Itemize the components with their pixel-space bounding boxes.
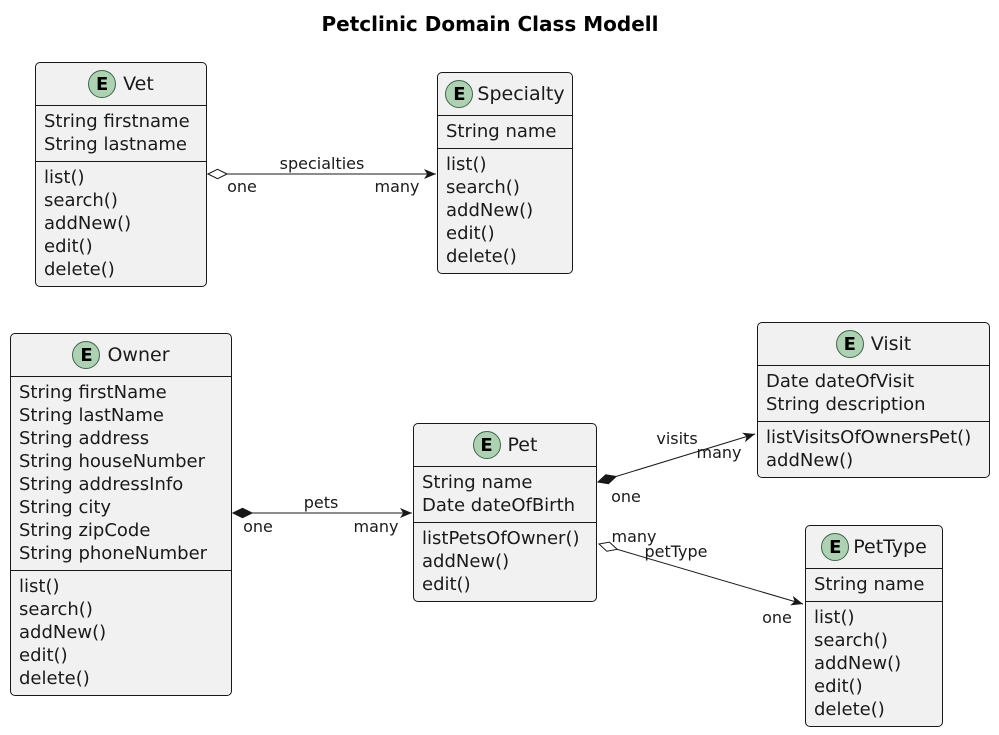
attributes-section: String firstName String lastName String …	[11, 377, 231, 570]
edge-label-pets: pets	[303, 493, 339, 512]
cardinality-pet-one: one	[611, 487, 641, 506]
class-name: Pet	[507, 434, 538, 456]
class-header: E Pet	[414, 424, 596, 467]
class-header: E Specialty	[438, 73, 572, 116]
class-header: E Owner	[11, 334, 231, 377]
method-row: list()	[446, 154, 487, 175]
entity-spot-icon: E	[72, 341, 101, 369]
diagram-title: Petclinic Domain Class Modell	[321, 12, 659, 36]
method-row: addNew()	[766, 450, 854, 471]
edge-label-visits: visits	[656, 429, 698, 448]
method-row: search()	[446, 177, 520, 198]
entity-spot-icon: E	[835, 330, 864, 358]
cardinality-visit-many: many	[696, 443, 742, 462]
cardinality-pettype-one: one	[762, 608, 792, 627]
method-row: addNew()	[44, 213, 132, 234]
class-name: Visit	[870, 333, 912, 355]
attributes-section: String firstname String lastname	[36, 106, 206, 161]
class-name: PetType	[853, 536, 927, 558]
class-name: Specialty	[477, 83, 565, 105]
entity-spot-icon: E	[821, 533, 850, 561]
class-vet: E Vet String firstname String lastname l…	[35, 62, 207, 287]
attribute-row: String houseNumber	[19, 451, 206, 472]
entity-spot-icon: E	[445, 80, 474, 108]
attribute-row: String description	[766, 394, 926, 415]
class-visit: E Visit Date dateOfVisit String descript…	[757, 322, 990, 478]
class-header: E Visit	[758, 323, 989, 366]
class-name: Vet	[123, 73, 154, 95]
method-row: list()	[19, 576, 60, 597]
method-row: addNew()	[422, 551, 510, 572]
method-row: delete()	[19, 668, 90, 689]
attribute-row: String lastname	[44, 134, 187, 155]
cardinality-pet-many: many	[353, 517, 399, 536]
class-pet: E Pet String name Date dateOfBirth listP…	[413, 423, 597, 602]
entity-spot-icon: E	[472, 431, 501, 459]
attribute-row: String name	[422, 472, 533, 493]
attribute-row: String name	[446, 121, 557, 142]
attribute-row: String firstname	[44, 111, 190, 132]
method-row: edit()	[446, 223, 495, 244]
methods-section: list() search() addNew() edit() delete()	[806, 601, 942, 726]
methods-section: list() search() addNew() edit() delete()	[36, 161, 206, 286]
method-row: search()	[44, 190, 118, 211]
cardinality-owner-one: one	[243, 517, 273, 536]
attribute-row: String address	[19, 428, 150, 449]
method-row: delete()	[446, 246, 517, 267]
class-header: E Vet	[36, 63, 206, 106]
method-row: delete()	[44, 259, 115, 280]
method-row: listVisitsOfOwnersPet()	[766, 427, 972, 448]
method-row: addNew()	[19, 622, 107, 643]
method-row: addNew()	[814, 653, 902, 674]
method-row: search()	[19, 599, 93, 620]
method-row: search()	[814, 630, 888, 651]
entity-spot-icon: E	[88, 70, 117, 98]
methods-section: list() search() addNew() edit() delete()	[438, 148, 572, 273]
class-owner: E Owner String firstName String lastName…	[10, 333, 232, 696]
attribute-row: String lastName	[19, 405, 165, 426]
method-row: addNew()	[446, 200, 534, 221]
class-header: E PetType	[806, 526, 942, 569]
method-row: edit()	[19, 645, 68, 666]
method-row: edit()	[814, 676, 863, 697]
cardinality-vet-one: one	[227, 177, 257, 196]
method-row: list()	[44, 167, 85, 188]
method-row: edit()	[422, 574, 471, 595]
attributes-section: String name Date dateOfBirth	[414, 467, 596, 522]
attribute-row: String zipCode	[19, 520, 151, 541]
cardinality-specialty-many: many	[374, 177, 420, 196]
attributes-section: String name	[806, 569, 942, 601]
attribute-row: Date dateOfBirth	[422, 495, 576, 516]
edge-label-pettype: petType	[644, 542, 708, 561]
edge-label-specialties: specialties	[279, 154, 365, 173]
class-name: Owner	[107, 344, 170, 366]
attribute-row: String firstName	[19, 382, 167, 403]
attribute-row: String name	[814, 574, 925, 595]
methods-section: list() search() addNew() edit() delete()	[11, 570, 231, 695]
method-row: list()	[814, 607, 855, 628]
cardinality-pet-many-pettype: many	[611, 527, 657, 546]
attributes-section: String name	[438, 116, 572, 148]
attribute-row: String addressInfo	[19, 474, 184, 495]
methods-section: listPetsOfOwner() addNew() edit()	[414, 522, 596, 601]
class-specialty: E Specialty String name list() search() …	[437, 72, 573, 274]
attributes-section: Date dateOfVisit String description	[758, 366, 989, 421]
attribute-row: String phoneNumber	[19, 543, 208, 564]
method-row: delete()	[814, 699, 885, 720]
method-row: edit()	[44, 236, 93, 257]
attribute-row: Date dateOfVisit	[766, 371, 915, 392]
attribute-row: String city	[19, 497, 112, 518]
methods-section: listVisitsOfOwnersPet() addNew()	[758, 421, 989, 477]
class-pettype: E PetType String name list() search() ad…	[805, 525, 943, 727]
method-row: listPetsOfOwner()	[422, 528, 580, 549]
